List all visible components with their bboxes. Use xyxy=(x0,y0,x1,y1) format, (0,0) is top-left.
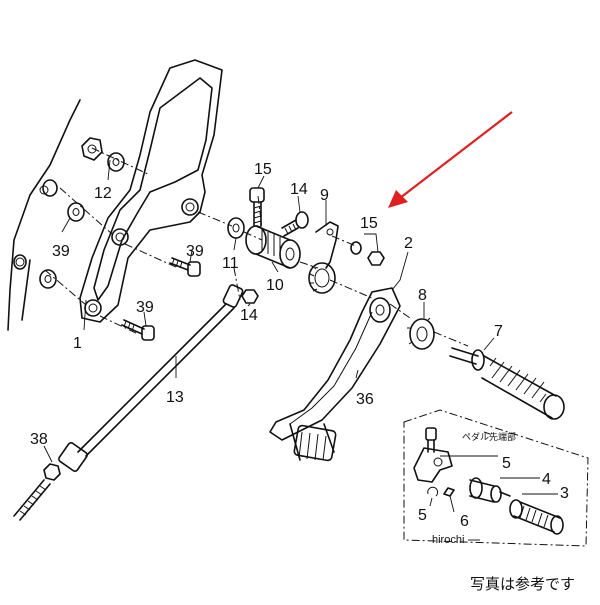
arrow-indicator xyxy=(388,111,513,208)
main-bracket xyxy=(79,59,223,323)
part-label-1: 1 xyxy=(73,335,82,352)
part-label-4: 4 xyxy=(542,471,551,488)
part-label-11: 11 xyxy=(222,255,239,272)
frame-outline xyxy=(7,99,81,331)
washers-39 xyxy=(13,179,85,289)
part-label-13: 13 xyxy=(166,389,184,406)
part-label-39a: 39 xyxy=(52,243,70,260)
part-label-5b: 5 xyxy=(418,507,427,524)
part-label-2: 2 xyxy=(404,235,413,252)
nut-14 xyxy=(241,289,259,304)
part-label-7: 7 xyxy=(494,323,503,340)
nut-washer-15 xyxy=(350,241,385,266)
part-labels: 1 2 3 4 5 5 6 7 8 9 10 11 12 13 14 14 15… xyxy=(30,161,569,530)
inset-box xyxy=(403,409,589,547)
inset-pedal-tip xyxy=(413,427,564,535)
inset-label: ペダル先端部 xyxy=(462,431,516,442)
nut-washer-12 xyxy=(81,137,125,172)
bolt-15-upper xyxy=(249,187,265,227)
shift-rod-13 xyxy=(58,284,244,472)
leader-lines xyxy=(43,159,558,513)
part-label-5a: 5 xyxy=(502,455,511,472)
rod-end-38 xyxy=(13,463,61,521)
part-label-12: 12 xyxy=(94,185,112,202)
nut-8 xyxy=(407,317,435,350)
part-label-15a: 15 xyxy=(254,161,272,178)
part-label-39c: 39 xyxy=(136,299,154,316)
part-label-39b: 39 xyxy=(186,243,204,260)
arm-9 xyxy=(308,221,339,294)
part-label-3: 3 xyxy=(560,485,569,502)
shaft-14 xyxy=(281,211,309,237)
part-label-14a: 14 xyxy=(290,181,308,198)
part-label-8: 8 xyxy=(418,287,427,304)
part-label-10: 10 xyxy=(266,277,284,294)
part-label-6: 6 xyxy=(460,513,469,530)
bolt-39-lower xyxy=(121,319,155,341)
part-label-9: 9 xyxy=(320,187,329,204)
part-label-38: 38 xyxy=(30,431,48,448)
part-label-36: 36 xyxy=(356,391,374,408)
reference-photo-caption: 写真は参考です xyxy=(470,575,575,593)
washer-11 xyxy=(227,217,245,239)
spline-collar-10 xyxy=(245,225,301,269)
bolt-39-upper xyxy=(169,257,201,277)
part-label-15b: 15 xyxy=(360,215,378,232)
footpeg-7 xyxy=(449,347,565,420)
part-label-14b: 14 xyxy=(240,307,258,324)
shift-pedal-36 xyxy=(269,287,401,462)
watermark: hirochi xyxy=(432,534,464,546)
